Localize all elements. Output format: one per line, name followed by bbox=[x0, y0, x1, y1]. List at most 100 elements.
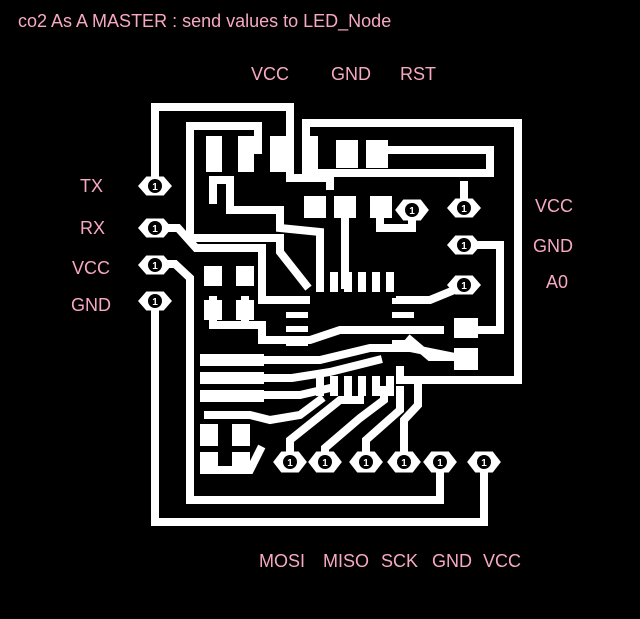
pin-miso bbox=[308, 451, 342, 473]
pad-bus-1 bbox=[200, 354, 264, 366]
chip-pin-r4 bbox=[392, 340, 414, 346]
pin-rst bbox=[395, 199, 429, 221]
pin-marker: 1 bbox=[461, 241, 467, 252]
header-pins bbox=[138, 176, 501, 473]
trace-cap-col bbox=[209, 296, 444, 344]
trace-inner-left bbox=[186, 122, 262, 159]
pad-cap-b bbox=[366, 140, 388, 168]
trace-left-vertical bbox=[186, 334, 444, 504]
label-bottom-mosi: MOSI bbox=[259, 551, 306, 571]
trace-sck bbox=[362, 386, 404, 466]
chip-pin-l4 bbox=[286, 340, 308, 346]
chip-pin-r2 bbox=[392, 312, 414, 318]
pin-rx bbox=[138, 218, 172, 238]
chip-pin-r3 bbox=[392, 326, 414, 332]
trace-inner-left-2 bbox=[186, 151, 312, 291]
chip-pin-t4 bbox=[358, 272, 366, 292]
pin-vcc-right bbox=[447, 198, 481, 218]
label-bottom-gnd: GND bbox=[432, 551, 472, 571]
pad-l2a bbox=[200, 452, 218, 474]
trace-right-loop bbox=[302, 119, 522, 384]
pin-marker: 1 bbox=[152, 297, 158, 308]
diagram-title: co2 As A MASTER : send values to LED_Nod… bbox=[18, 11, 392, 31]
pin-marker: 1 bbox=[409, 206, 415, 217]
pin-marker: 1 bbox=[461, 204, 467, 215]
chip-pin-b6 bbox=[386, 376, 394, 396]
pin-sck bbox=[349, 451, 383, 473]
chip-pin-b1 bbox=[316, 376, 324, 396]
trace-rst bbox=[302, 146, 494, 177]
pin-gnd-bottom bbox=[387, 451, 421, 473]
label-bottom-sck: SCK bbox=[381, 551, 419, 571]
chip-pin-b3 bbox=[344, 376, 352, 396]
trace-gnd-bottom bbox=[400, 376, 422, 466]
pads bbox=[200, 136, 478, 474]
pin-mosi bbox=[273, 451, 307, 473]
pin-a0 bbox=[447, 275, 481, 295]
pin-marker: 1 bbox=[481, 458, 487, 469]
pad-cap-a bbox=[336, 140, 358, 168]
pin-gnd-left bbox=[138, 291, 172, 311]
chip-pin-l3 bbox=[286, 326, 308, 332]
pad-h2 bbox=[238, 136, 254, 172]
pad-bus-3 bbox=[200, 390, 264, 402]
label-right-a0: A0 bbox=[546, 272, 569, 292]
pad-c1b bbox=[204, 300, 222, 320]
label-top-rst: RST bbox=[400, 64, 436, 84]
trace-mid bbox=[209, 176, 324, 289]
chip-pin-b5 bbox=[372, 376, 380, 396]
pin-gnd-right bbox=[447, 235, 481, 255]
label-right-gnd: GND bbox=[533, 236, 573, 256]
pin-vcc-bottom-b bbox=[467, 451, 501, 473]
pin-vcc-bottom-a bbox=[423, 451, 457, 473]
pad-h3 bbox=[270, 136, 286, 172]
label-left-tx: TX bbox=[80, 176, 104, 196]
chip-pin-l1 bbox=[286, 298, 308, 304]
pin-marker: 1 bbox=[437, 458, 443, 469]
trace-mosi bbox=[286, 396, 364, 466]
trace-gnd-right bbox=[460, 241, 504, 334]
pin-marker: 1 bbox=[322, 458, 328, 469]
chip-pin-t6 bbox=[386, 272, 394, 292]
label-left-gnd: GND bbox=[71, 295, 111, 315]
pad-c2b bbox=[236, 300, 254, 320]
pad-r3 bbox=[370, 196, 392, 218]
label-top-vcc: VCC bbox=[251, 64, 290, 84]
chip-pin-l2 bbox=[286, 312, 308, 318]
pad-l2b bbox=[232, 452, 250, 474]
label-left-vcc: VCC bbox=[72, 258, 111, 278]
trace-rx bbox=[151, 224, 310, 304]
chip-pin-b2 bbox=[330, 376, 338, 396]
pad-r1 bbox=[304, 196, 326, 218]
pad-l1a bbox=[200, 424, 218, 446]
label-top-gnd: GND bbox=[331, 64, 371, 84]
trace-outer-loop bbox=[151, 296, 488, 526]
label-bottom-miso: MISO bbox=[323, 551, 370, 571]
trace-tx-loop bbox=[151, 103, 334, 190]
pad-h4 bbox=[302, 136, 318, 172]
label-bottom-vcc: VCC bbox=[483, 551, 522, 571]
chip-pin-b4 bbox=[358, 376, 366, 396]
pin-marker: 1 bbox=[461, 281, 467, 292]
pad-h1 bbox=[206, 136, 222, 172]
pin-vcc-left bbox=[138, 255, 172, 275]
pin-markers: 1 1 1 1 1 1 1 1 1 1 1 1 1 1 bbox=[152, 182, 487, 469]
pad-right-2 bbox=[454, 348, 478, 370]
pin-marker: 1 bbox=[152, 224, 158, 235]
pad-r2 bbox=[334, 196, 356, 218]
chip-pin-t3 bbox=[344, 272, 352, 292]
pin-marker: 1 bbox=[287, 458, 293, 469]
pad-c1a bbox=[204, 266, 222, 286]
pad-l1b bbox=[232, 424, 250, 446]
trace-lower-left bbox=[204, 394, 326, 425]
pin-marker: 1 bbox=[152, 182, 158, 193]
pad-bus-2 bbox=[200, 372, 264, 384]
pad-c2a bbox=[236, 266, 254, 286]
chip-pin-t1 bbox=[316, 272, 324, 292]
pin-marker: 1 bbox=[401, 458, 407, 469]
pad-right-1 bbox=[454, 318, 478, 338]
label-right-vcc: VCC bbox=[535, 196, 574, 216]
pin-tx bbox=[138, 176, 172, 196]
pin-marker: 1 bbox=[152, 261, 158, 272]
